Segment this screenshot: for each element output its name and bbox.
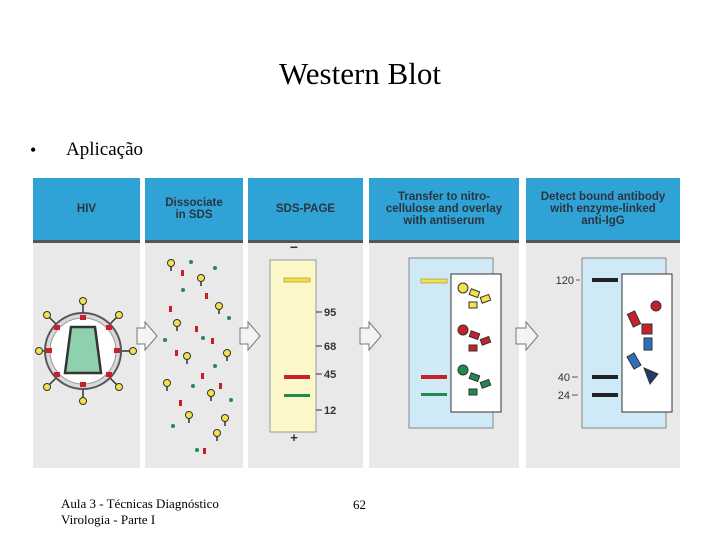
membrane-band-yellow	[420, 278, 448, 284]
gel-marker-45: 45	[324, 369, 336, 381]
gel-marker-95: 95	[324, 307, 336, 319]
footer-course-label: Aula 3 - Técnicas Diagnóstico Virologia …	[61, 496, 219, 527]
panel-transfer: Transfer to nitro- cellulose and overlay…	[369, 178, 519, 468]
antibodies-yellow	[457, 282, 492, 309]
gel-marker-12: 12	[324, 405, 336, 417]
bullet-point: •	[30, 140, 37, 160]
detected-band-120	[592, 278, 618, 282]
detection-illustration: 120 40 24	[556, 257, 673, 429]
page-number: 62	[353, 497, 366, 512]
membrane-band-red	[421, 375, 447, 379]
panel-detect: Detect bound antibody with enzyme-linked…	[526, 178, 680, 468]
gel-band-yellow	[283, 277, 311, 283]
detect-marker-120: 120	[556, 275, 574, 287]
panel-header-label: Transfer to nitro- cellulose and overlay…	[385, 191, 503, 227]
gel-marker-68: 68	[324, 341, 336, 353]
panel-header-detect: Detect bound antibody with enzyme-linked…	[526, 178, 680, 243]
y-proteins	[163, 259, 231, 441]
antibodies-green	[457, 364, 492, 396]
detected-band-24	[592, 393, 618, 397]
enzyme-linked-antibody	[626, 300, 662, 385]
detect-marker-24: 24	[558, 390, 570, 402]
hiv-virion-illustration	[35, 297, 137, 405]
panel-sds-page: SDS-PAGE 95 68 45 12 − +	[248, 178, 363, 468]
membrane-band-green	[421, 393, 447, 396]
panel-header-hiv: HIV	[33, 178, 140, 243]
detect-marker-40: 40	[558, 372, 570, 384]
virus-spikes	[35, 297, 137, 405]
panel-header-label: Detect bound antibody with enzyme-linked…	[540, 191, 666, 227]
gel-band-green	[284, 394, 310, 397]
panel-header-dissociate: Dissociate in SDS	[145, 178, 243, 243]
dissociated-proteins-illustration	[163, 259, 233, 454]
panel-header-label: Dissociate in SDS	[165, 197, 223, 221]
panel-header-label: SDS-PAGE	[275, 203, 336, 215]
panel-header-label: HIV	[76, 203, 97, 215]
sds-page-gel-illustration: 95 68 45 12 − +	[269, 239, 336, 445]
panel-hiv: HIV	[33, 178, 140, 468]
panel-header-sds-page: SDS-PAGE	[248, 178, 363, 243]
panel-dissociate: Dissociate in SDS	[145, 178, 243, 468]
gel-negative-sign: −	[290, 239, 298, 255]
detected-band-40	[592, 375, 618, 379]
antibodies-red	[457, 324, 492, 352]
gel-positive-sign: +	[290, 430, 298, 445]
bullet-text: Aplicação	[66, 139, 144, 160]
green-protein-dots	[163, 260, 233, 452]
slide-title: Western Blot	[279, 56, 441, 91]
red-protein-fragments	[169, 270, 222, 454]
western-blot-figure: HIV	[33, 178, 680, 468]
panel-header-transfer: Transfer to nitro- cellulose and overlay…	[369, 178, 519, 243]
gel-lane	[269, 259, 317, 433]
gel-band-red	[284, 375, 310, 379]
nitrocellulose-transfer-illustration	[408, 257, 502, 429]
